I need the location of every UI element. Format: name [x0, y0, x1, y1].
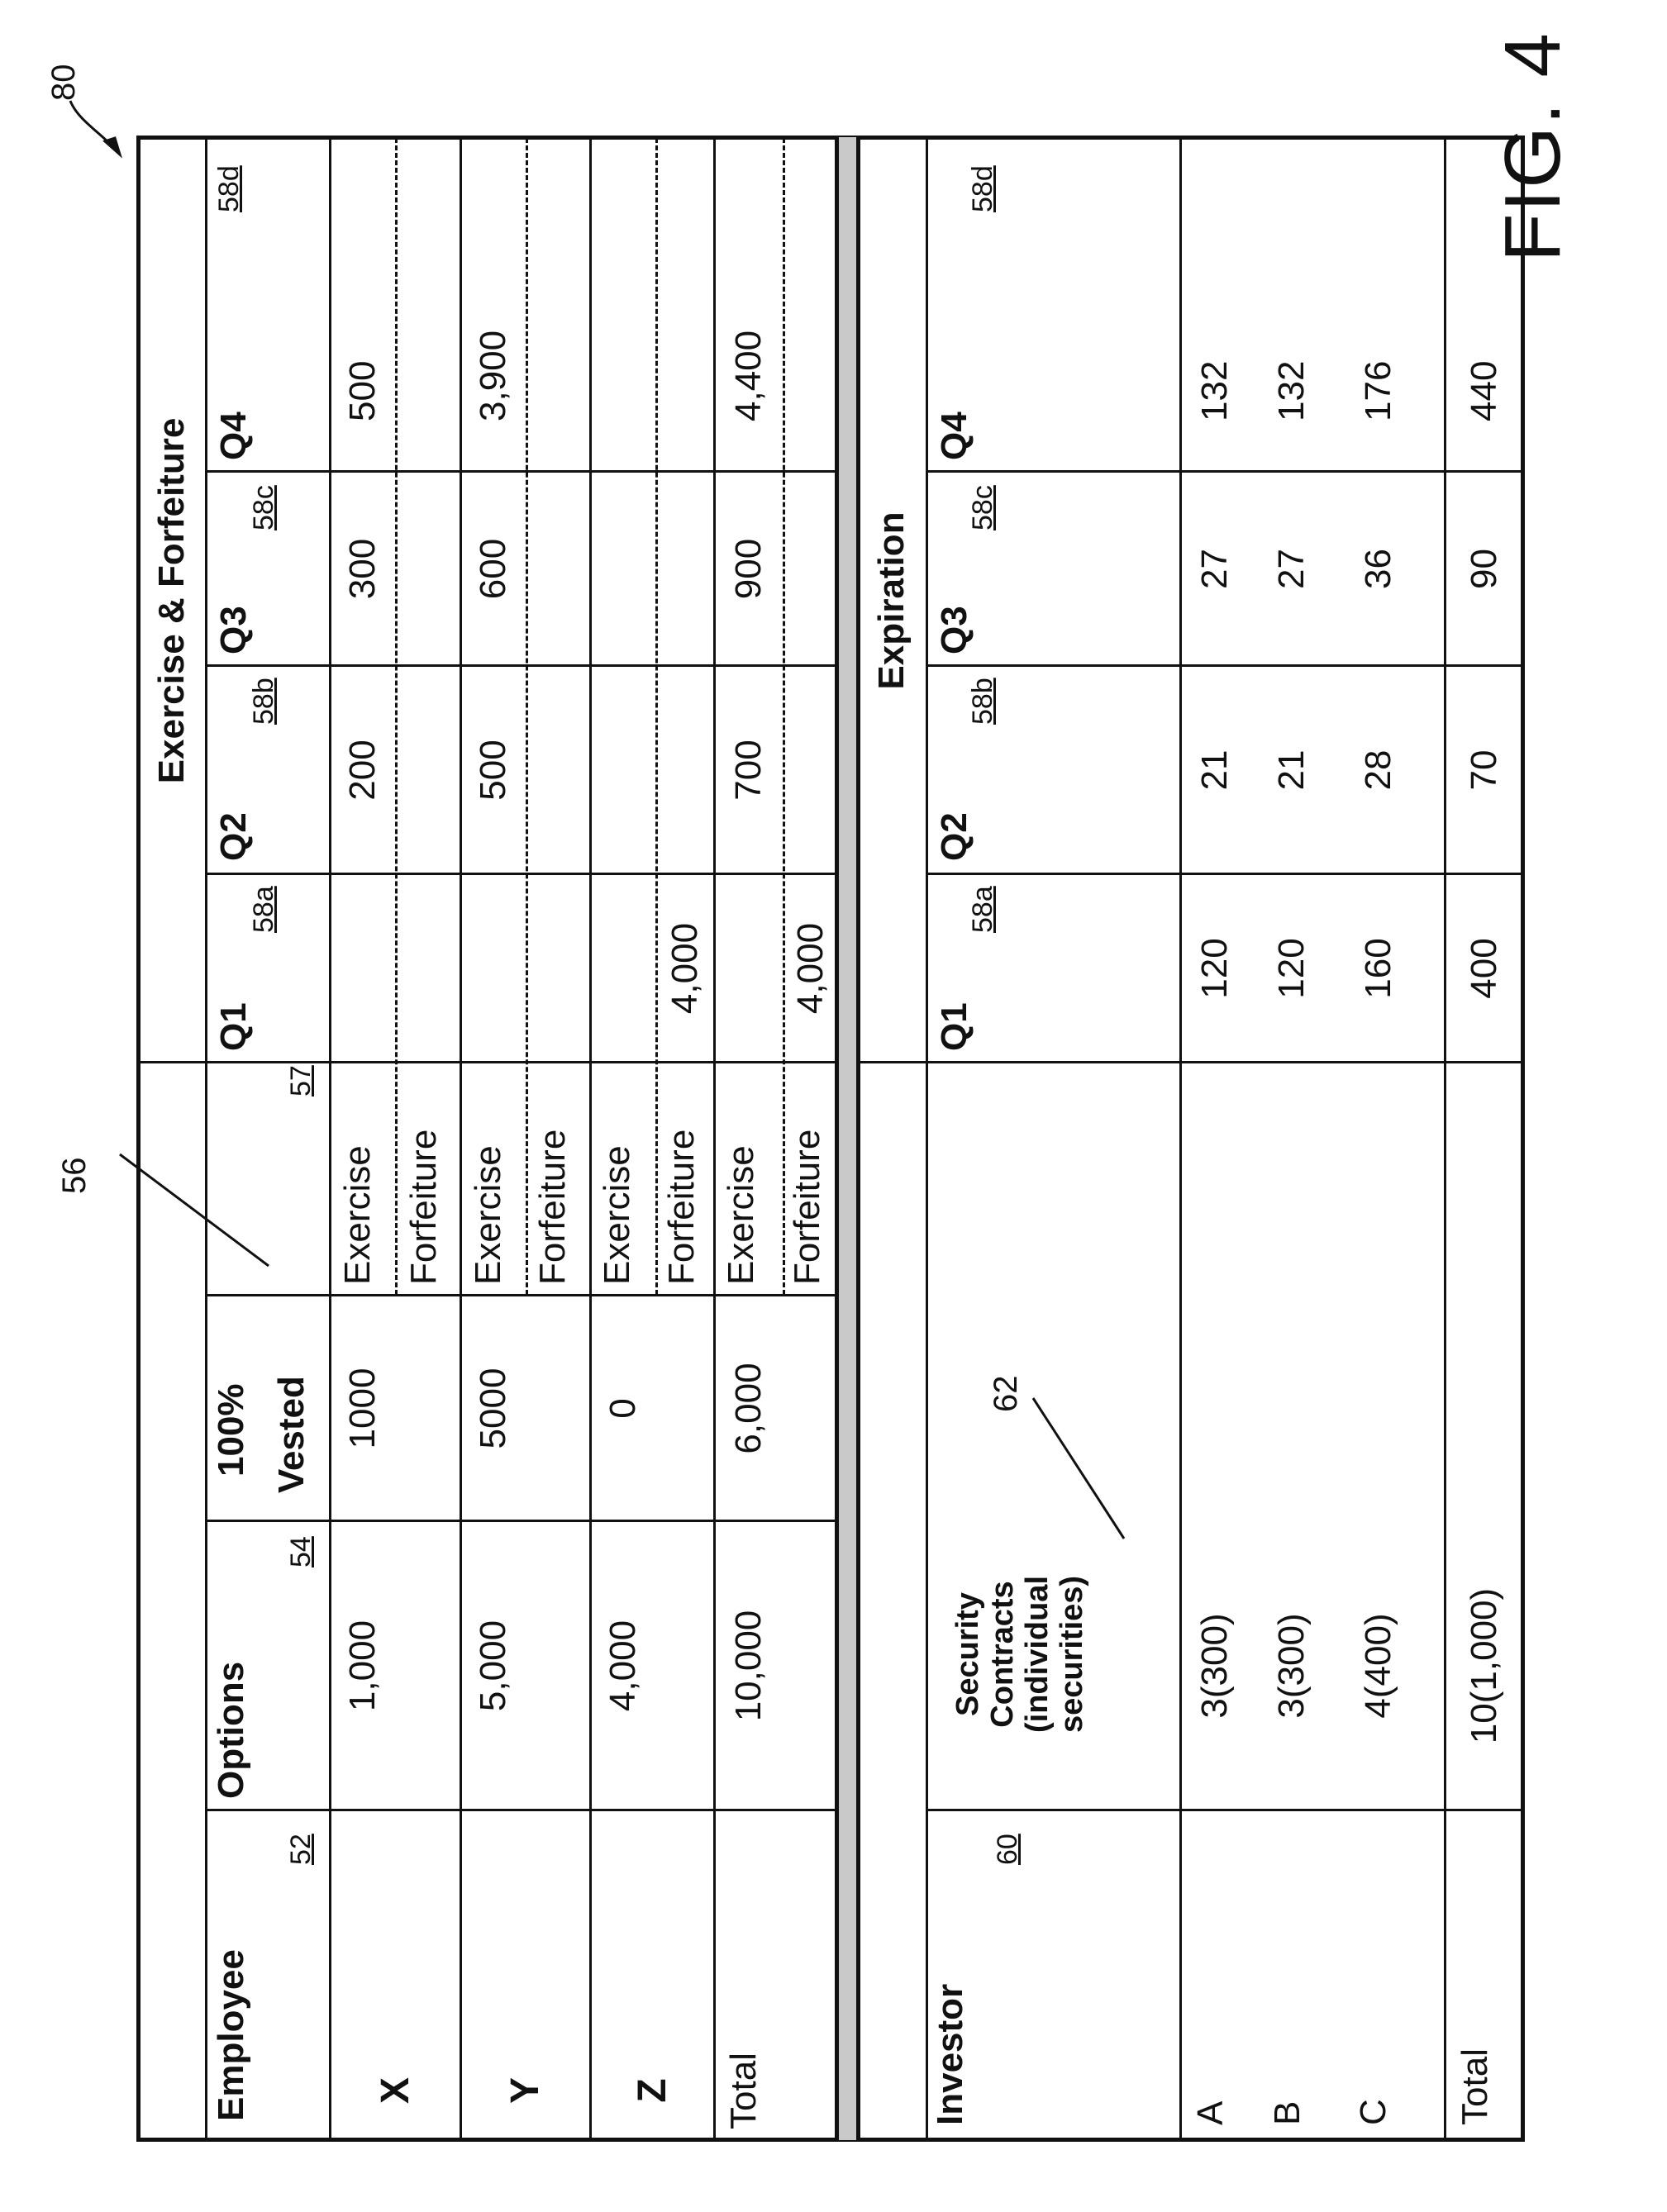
- investor-header: Investor: [930, 1984, 971, 2125]
- row-x-forfeiture-label: Forfeiture: [403, 1130, 445, 1285]
- contracts-header-line1: Security: [950, 1514, 985, 1795]
- row-z-options: 4,000: [591, 1522, 655, 1810]
- top-hline-1: [205, 137, 207, 2140]
- row-y-exercise-q3: 600: [461, 473, 526, 665]
- bottom-q3-label: Q3: [934, 606, 975, 654]
- top-total-forfeiture-label: Forfeiture: [787, 1130, 828, 1285]
- bottom-hline-1: [926, 137, 928, 2140]
- bottom-total-q4: 440: [1446, 138, 1522, 471]
- row-b-q3: 27: [1252, 473, 1331, 665]
- vested-header-line2: Vested: [271, 1376, 312, 1493]
- row-b-q2: 21: [1252, 667, 1331, 873]
- bottom-total-q2: 70: [1446, 667, 1522, 873]
- row-y-options: 5,000: [461, 1522, 526, 1810]
- top-q1-label: Q1: [213, 1002, 255, 1051]
- top-q3-label: Q3: [213, 606, 255, 654]
- row-c-q3: 36: [1335, 473, 1422, 665]
- row-y-exercise-q4: 3,900: [461, 138, 526, 471]
- top-q3-ref: 58c: [248, 485, 280, 530]
- row-x-vested: 1000: [331, 1296, 395, 1520]
- top-q2-ref: 58b: [248, 678, 280, 725]
- row-a-name: A: [1190, 2101, 1231, 2125]
- row-x-name: X: [331, 2041, 460, 2140]
- bottom-total-q3: 90: [1446, 473, 1522, 665]
- row-c-q4: 176: [1335, 138, 1422, 471]
- row-y-vested: 5000: [461, 1296, 526, 1520]
- row-a-q4: 132: [1182, 138, 1248, 471]
- top-total-forfeiture-q1: 4,000: [785, 875, 836, 1062]
- row-a-q1: 120: [1182, 875, 1248, 1062]
- row-c-name: C: [1353, 2099, 1394, 2125]
- expiration-header: Expiration: [858, 138, 926, 1063]
- top-total-exercise-label: Exercise: [721, 1145, 762, 1285]
- separator-line-top: [835, 136, 839, 2142]
- row-z-name: Z: [591, 2041, 713, 2140]
- top-dash-1: [395, 138, 398, 1295]
- row-b-name: B: [1267, 2101, 1308, 2125]
- vested-header-line1: 100%: [211, 1383, 252, 1477]
- row-x-exercise-label: Exercise: [337, 1145, 379, 1285]
- top-total-exercise-q4: 4,400: [715, 138, 783, 471]
- row-z-forfeiture-q1: 4,000: [657, 875, 713, 1062]
- row-x-exercise-q3: 300: [331, 473, 395, 665]
- bottom-q2-label: Q2: [934, 812, 975, 861]
- row-x-exercise-q1: [331, 875, 395, 1062]
- top-total-options: 10,000: [715, 1522, 783, 1810]
- row-y-exercise-q2: 500: [461, 667, 526, 873]
- row-b-q4: 132: [1252, 138, 1331, 471]
- top-total-exercise-q2: 700: [715, 667, 783, 873]
- top-total-vested: 6,000: [715, 1296, 783, 1520]
- bottom-q4-ref: 58d: [967, 165, 999, 212]
- ref-80-arrow: [62, 88, 136, 179]
- options-header: Options: [211, 1662, 252, 1799]
- top-dash-2: [526, 138, 528, 1295]
- row-y-exercise-q1: [461, 875, 526, 1062]
- top-dash-4: [783, 138, 785, 1295]
- row-b-q1: 120: [1252, 875, 1331, 1062]
- top-hline-4: [589, 137, 592, 2140]
- top-total-name: Total: [723, 2053, 764, 2129]
- bottom-q1-ref: 58a: [967, 886, 999, 933]
- type-ref: 57: [285, 1065, 317, 1096]
- row-x-exercise-q2: 200: [331, 667, 395, 873]
- table-separator: [836, 137, 858, 2140]
- row-y-forfeiture-label: Forfeiture: [532, 1130, 574, 1285]
- contracts-header-line2: Contracts: [985, 1514, 1020, 1795]
- row-c-q1: 160: [1335, 875, 1422, 1062]
- options-ref: 54: [285, 1536, 317, 1567]
- top-q4-label: Q4: [213, 411, 255, 460]
- top-q4-ref: 58d: [213, 165, 245, 212]
- exercise-forfeiture-header: Exercise & Forfeiture: [138, 138, 205, 1063]
- bottom-total-contracts: 10(1,000): [1446, 1522, 1522, 1810]
- row-a-contracts: 3(300): [1182, 1522, 1248, 1810]
- bottom-q3-ref: 58c: [967, 485, 999, 530]
- row-a-q2: 21: [1182, 667, 1248, 873]
- bottom-q1-label: Q1: [934, 1002, 975, 1051]
- row-c-q2: 28: [1335, 667, 1422, 873]
- top-q1-ref: 58a: [248, 886, 280, 933]
- row-y-exercise-label: Exercise: [468, 1145, 509, 1285]
- row-z-vested: 0: [591, 1296, 655, 1520]
- row-a-q3: 27: [1182, 473, 1248, 665]
- bottom-q4-label: Q4: [934, 411, 975, 460]
- row-x-options: 1,000: [331, 1522, 395, 1810]
- top-q2-label: Q2: [213, 812, 255, 861]
- bottom-total-name: Total: [1455, 2048, 1496, 2125]
- ref-62-leader: [1017, 1369, 1141, 1567]
- row-z-exercise-label: Exercise: [597, 1145, 638, 1285]
- row-y-name: Y: [461, 2041, 589, 2140]
- bottom-q2-ref: 58b: [967, 678, 999, 725]
- employee-ref: 52: [285, 1834, 317, 1865]
- row-c-contracts: 4(400): [1335, 1522, 1422, 1810]
- row-x-exercise-q4: 500: [331, 138, 395, 471]
- top-total-exercise-q3: 900: [715, 473, 783, 665]
- top-dash-3: [655, 138, 658, 1295]
- employee-header: Employee: [211, 1949, 252, 2121]
- bottom-total-q1: 400: [1446, 875, 1522, 1062]
- row-z-forfeiture-label: Forfeiture: [661, 1130, 703, 1285]
- investor-ref: 60: [992, 1834, 1024, 1865]
- row-b-contracts: 3(300): [1252, 1522, 1331, 1810]
